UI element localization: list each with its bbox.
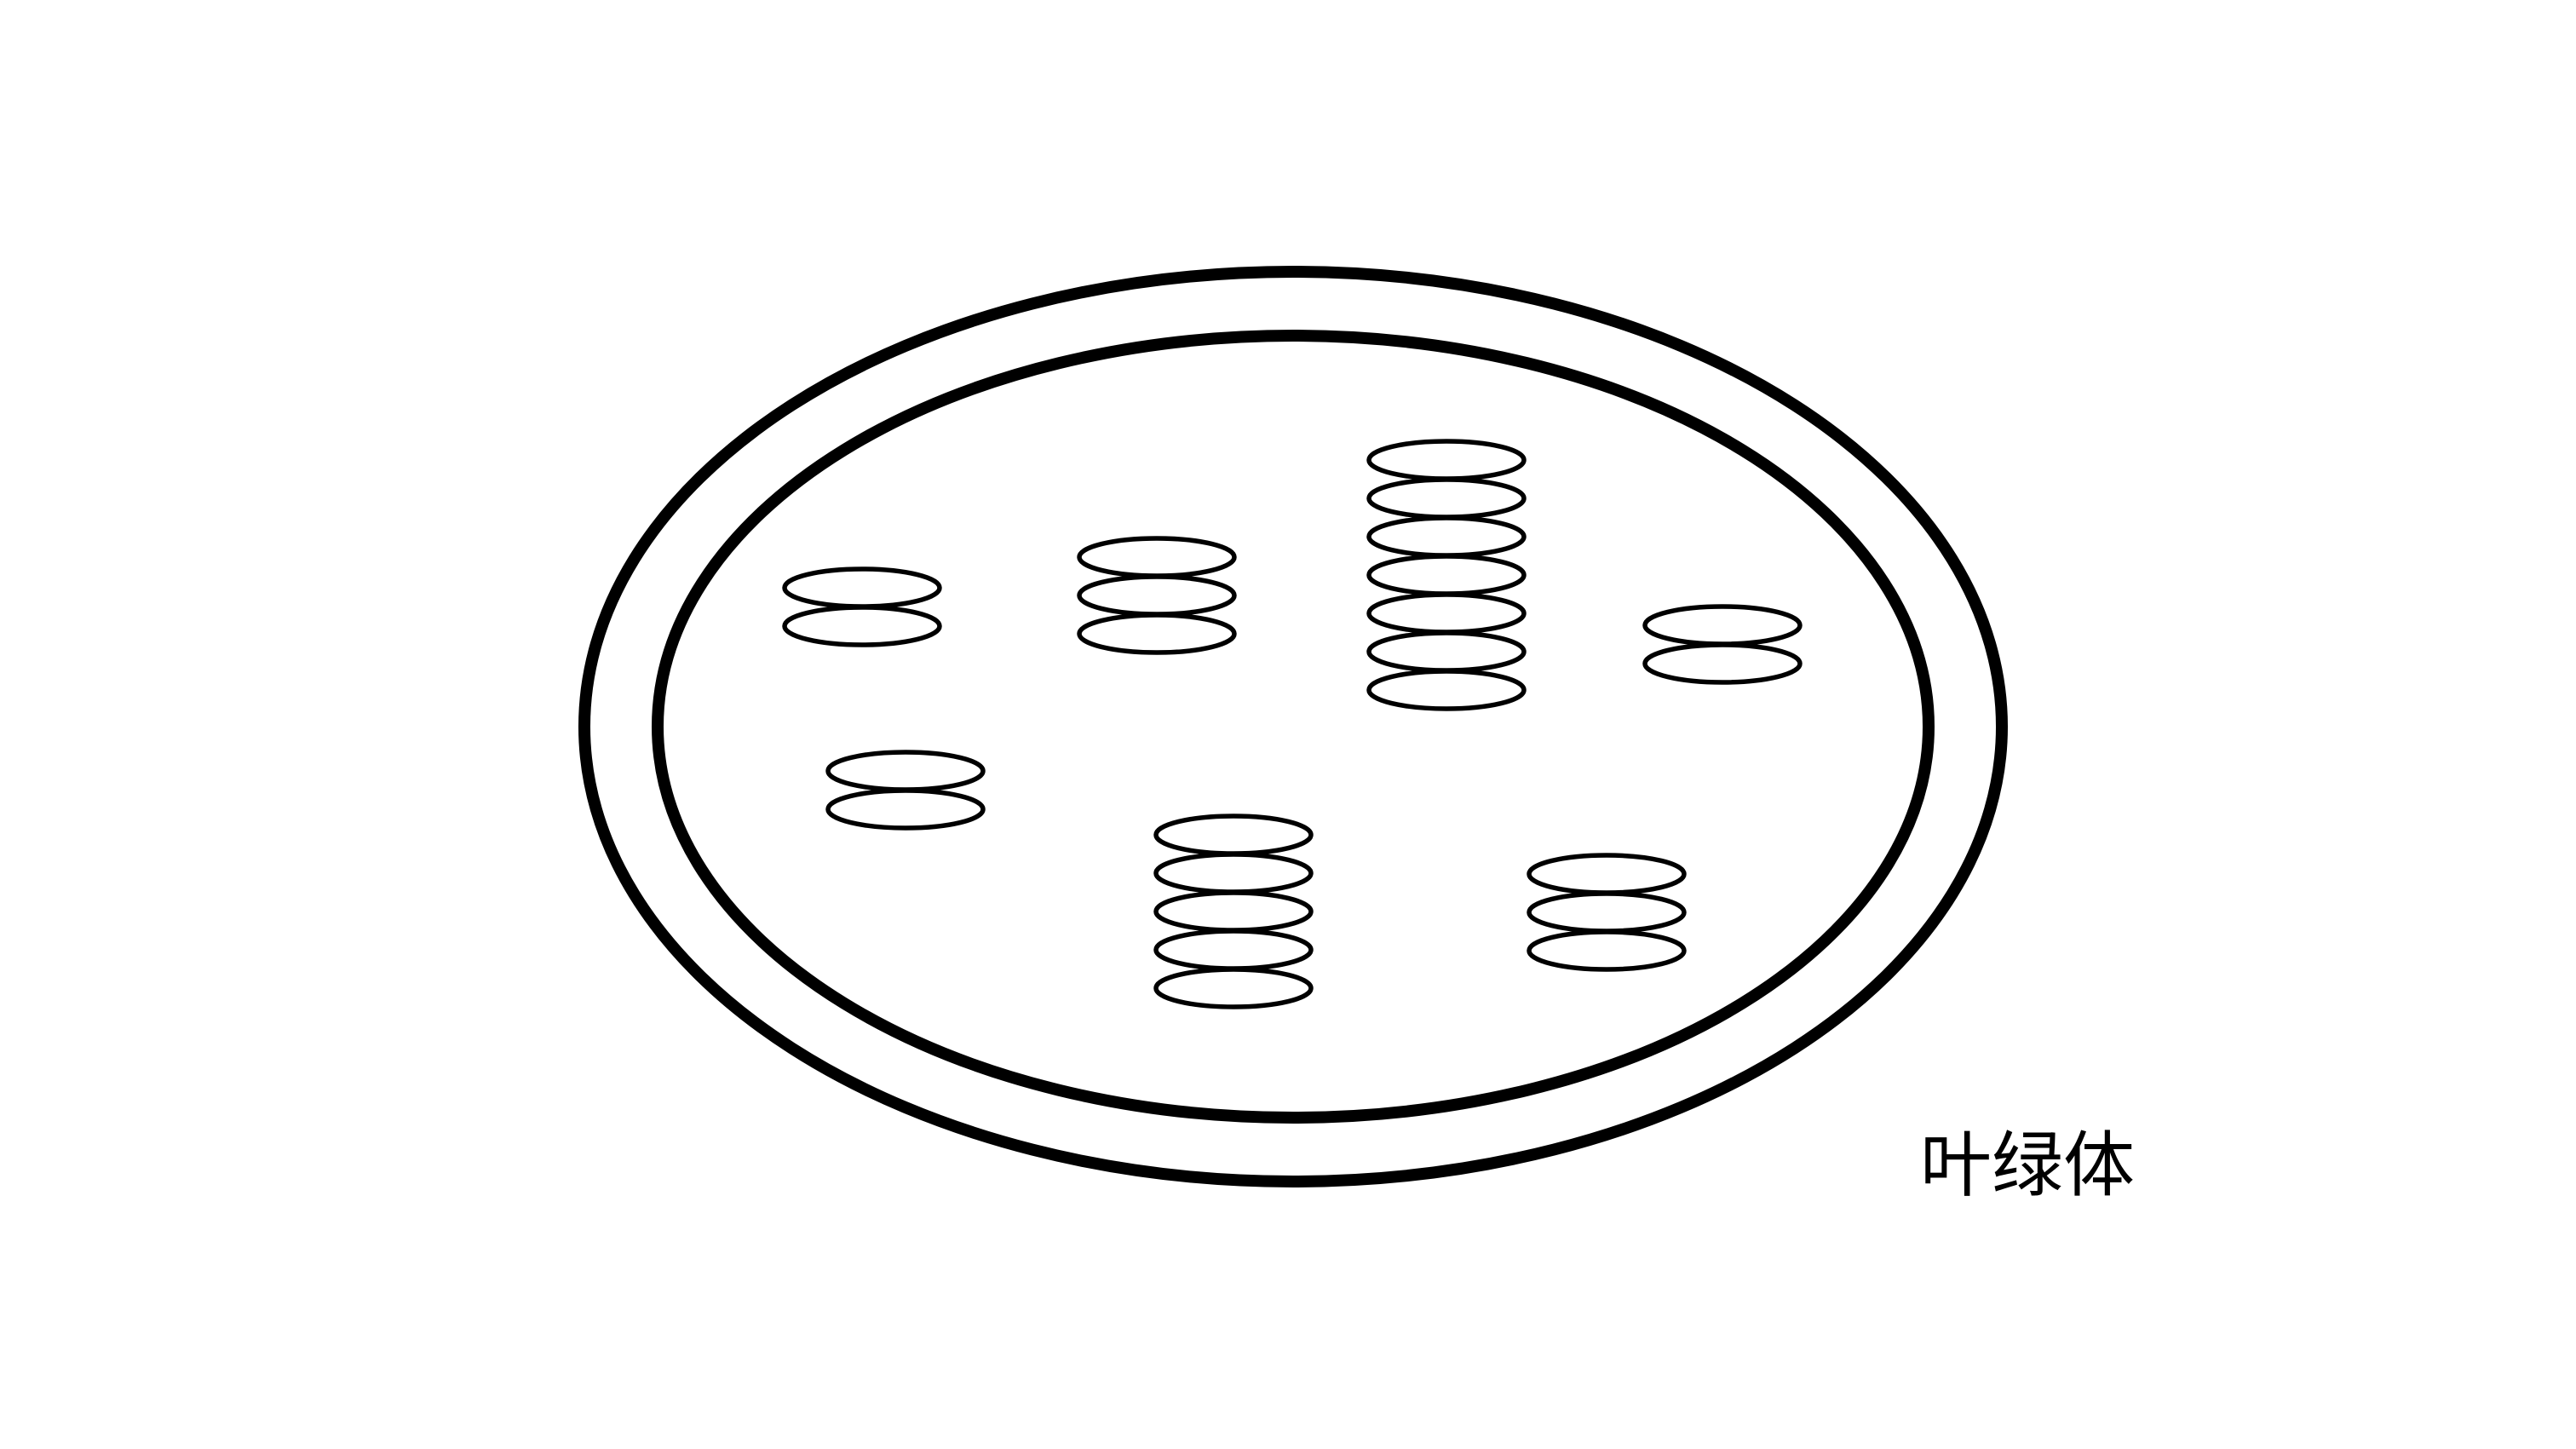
thylakoid-disc bbox=[1153, 852, 1314, 894]
thylakoid-disc bbox=[1153, 929, 1314, 971]
granum-stack bbox=[782, 566, 942, 647]
thylakoid-disc bbox=[1153, 967, 1314, 1009]
thylakoid-disc bbox=[1077, 574, 1237, 617]
outer-membrane bbox=[578, 266, 2008, 1187]
thylakoid-disc bbox=[1366, 554, 1527, 596]
thylakoid-disc bbox=[1366, 630, 1527, 673]
thylakoid-disc bbox=[825, 788, 986, 831]
thylakoid-disc bbox=[1366, 515, 1527, 558]
granum-stack bbox=[825, 750, 986, 831]
thylakoid-disc bbox=[1153, 890, 1314, 933]
inner-membrane bbox=[652, 330, 1935, 1124]
thylakoid-disc bbox=[1077, 536, 1237, 578]
thylakoid-disc bbox=[782, 566, 942, 609]
thylakoid-disc bbox=[1153, 814, 1314, 856]
granum-stack bbox=[1077, 536, 1237, 655]
thylakoid-disc bbox=[1077, 612, 1237, 655]
granum-stack bbox=[1366, 439, 1527, 711]
diagram-caption: 叶绿体 bbox=[1920, 1124, 2135, 1207]
thylakoid-disc bbox=[1527, 929, 1687, 972]
granum-stack bbox=[1642, 604, 1803, 685]
granum-stack bbox=[1153, 814, 1314, 1009]
granum-stack bbox=[1527, 853, 1687, 972]
thylakoid-disc bbox=[1366, 477, 1527, 520]
thylakoid-disc bbox=[1527, 853, 1687, 895]
thylakoid-disc bbox=[1642, 642, 1803, 685]
thylakoid-disc bbox=[1366, 669, 1527, 711]
thylakoid-disc bbox=[1527, 891, 1687, 934]
thylakoid-disc bbox=[1366, 592, 1527, 635]
thylakoid-disc bbox=[1642, 604, 1803, 647]
thylakoid-disc bbox=[782, 605, 942, 647]
thylakoid-disc bbox=[1366, 439, 1527, 481]
grana-group bbox=[782, 439, 1803, 1009]
thylakoid-disc bbox=[825, 750, 986, 792]
